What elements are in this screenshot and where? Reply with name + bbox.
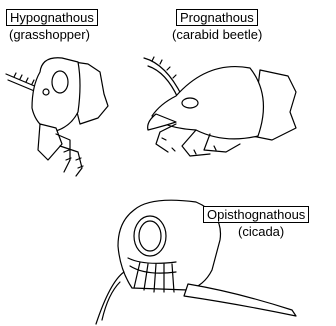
specimen-cicada: (cicada) — [238, 224, 284, 239]
grasshopper-head-drawing — [6, 58, 108, 176]
specimen-grasshopper: (grasshopper) — [9, 27, 90, 42]
grasshopper-head — [32, 58, 80, 132]
label-opisthognathous: Opisthognathous — [203, 206, 309, 223]
label-hypognathous: Hypognathous — [6, 9, 98, 26]
cicada-rostrum — [184, 284, 296, 316]
carabid-head-drawing — [144, 57, 296, 156]
carabid-antenna — [144, 58, 182, 98]
label-prognathous: Prognathous — [176, 9, 258, 26]
specimen-carabid-beetle: (carabid beetle) — [172, 27, 262, 42]
